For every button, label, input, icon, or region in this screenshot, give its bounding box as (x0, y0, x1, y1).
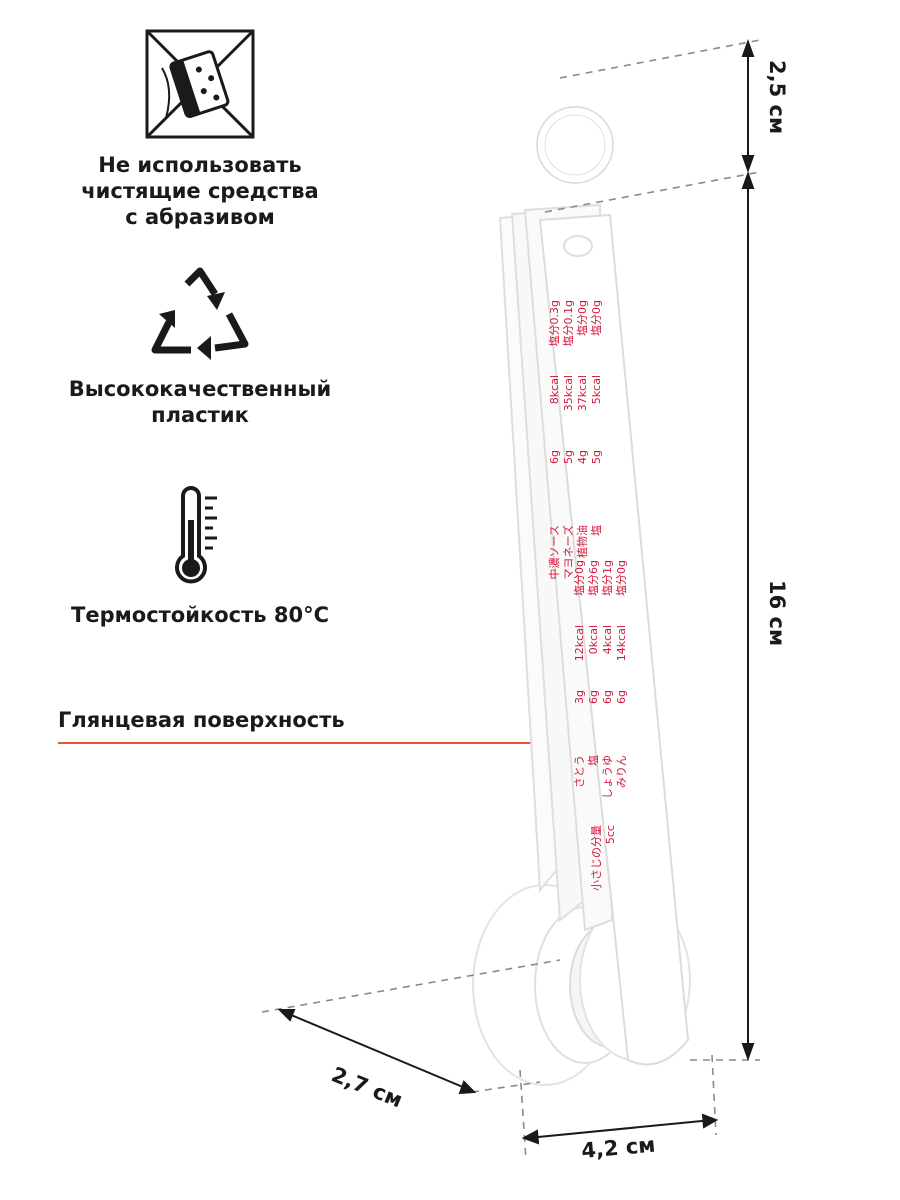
spoon-print-text: 5kcal (590, 375, 603, 404)
thermometer-icon (175, 486, 217, 584)
spoon-print-text: 6g (601, 690, 614, 704)
feature-heat-resistance: Термостойкость 80°C (40, 486, 360, 628)
length-label: 16 см (765, 580, 789, 646)
width-label: 4,2 см (580, 1133, 656, 1163)
callout-line (58, 742, 555, 744)
feature-label: Не использовать чистящие средства с абра… (81, 153, 319, 229)
spoon-print-text: 5cc (604, 825, 617, 844)
feature-label: Высококачественный пластик (68, 377, 332, 427)
spoon-print-text: 塩分0g (575, 300, 589, 336)
spoon-print-text: 6g (587, 690, 600, 704)
spoon-print-text: 6g (548, 450, 561, 464)
recycle-icon (151, 267, 249, 360)
spoon-print-text: 12kcal (573, 625, 586, 661)
spoon-print-text: 塩分1g (600, 560, 614, 596)
spoon-print-text: 中濃ソース (547, 525, 561, 579)
spoon-print-text: マヨネーズ (561, 525, 575, 579)
spoon-print-text: みりん (615, 755, 628, 788)
spoon-print-text: 8kcal (548, 375, 561, 404)
spoon-print-text: 塩分0.1g (561, 300, 575, 346)
spoon-print-text: 4kcal (601, 625, 614, 654)
spoon-print-text: 塩 (589, 525, 603, 536)
spoon-print-text: 塩分0g (572, 560, 586, 596)
spoon-print-text: 35kcal (562, 375, 575, 411)
spoon-print-text: 塩分0.3g (547, 300, 561, 346)
spoon-handles (498, 203, 690, 1066)
spoon-print-text: 5g (562, 450, 575, 464)
ring-height-label: 2,5 см (765, 60, 789, 134)
spoon-print-text: 37kcal (576, 375, 589, 411)
spoon-print-text: 6g (615, 690, 628, 704)
feature-quality-plastic: Высококачественный пластик (40, 266, 360, 428)
spoon-print-text: 塩分0g (589, 300, 603, 336)
spoon-print-text: 5g (590, 450, 603, 464)
ring-hole (563, 235, 593, 257)
spoon-print-text: 14kcal (615, 625, 628, 661)
spoon-print-text: 4g (576, 450, 589, 464)
feature-no-abrasive: Не использовать чистящие средства с абра… (40, 28, 360, 230)
spoon-print-text: 植物油 (575, 525, 589, 558)
no-abrasive-cleaner-icon (145, 29, 255, 139)
glossy-surface-label: Глянцевая поверхность (58, 708, 345, 732)
depth-label: 2,7 см (328, 1062, 406, 1112)
spoon-print-text: 0kcal (587, 625, 600, 654)
spoon-print-text: さとう (573, 755, 586, 788)
spoon-print-text: しょうゆ (601, 755, 614, 799)
spoon-print-text: 塩 (586, 755, 600, 766)
spoon-print-text: 3g (573, 690, 586, 704)
spoon-print-text: 塩分6g (586, 560, 600, 596)
spoon-print-text: 塩分0g (614, 560, 628, 596)
feature-label: Термостойкость 80°C (71, 603, 329, 627)
spoon-print-text: 小さじの分量 (590, 825, 603, 891)
dimension-arrows (277, 39, 755, 1145)
